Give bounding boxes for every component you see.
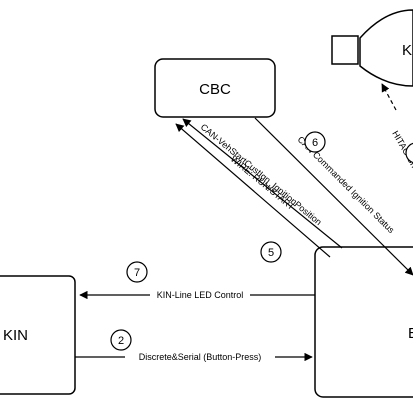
edge-discrete-label-bg [125, 351, 275, 363]
step-2-number: 2 [118, 335, 124, 347]
cbc-node: CBC [154, 58, 276, 118]
edge-can-vehstart [182, 118, 343, 249]
edge-wire-run [175, 123, 331, 258]
step-5-badge: 5 [260, 241, 282, 263]
hitag-step-circle [405, 142, 413, 164]
edge-kin-led-label-bg [150, 289, 250, 301]
step-7-badge: 7 [126, 261, 148, 283]
top-right-node: K [331, 9, 413, 87]
step-2-badge: 2 [110, 329, 132, 351]
edge-can-ignition [254, 117, 413, 276]
kin-label: KIN [3, 327, 28, 344]
kin-node: KIN [0, 275, 76, 395]
step-5-number: 5 [268, 247, 274, 259]
top-right-node-label: K [402, 42, 412, 59]
step-6-number: 6 [312, 137, 318, 149]
edge-discrete-label: Discrete&Serial (Button-Press) [139, 352, 262, 362]
right-node: B [314, 246, 413, 398]
right-node-label: B [408, 325, 413, 342]
step-6-badge: 6 [304, 131, 326, 153]
top-right-node-tab [331, 35, 359, 65]
cbc-label: CBC [199, 81, 231, 98]
edge-kin-led-label: KIN-Line LED Control [157, 290, 244, 300]
edge-wire-run-label: WIRE: RUN/START [229, 154, 297, 212]
step-7-number: 7 [134, 267, 140, 279]
dashed-connector [381, 83, 397, 111]
